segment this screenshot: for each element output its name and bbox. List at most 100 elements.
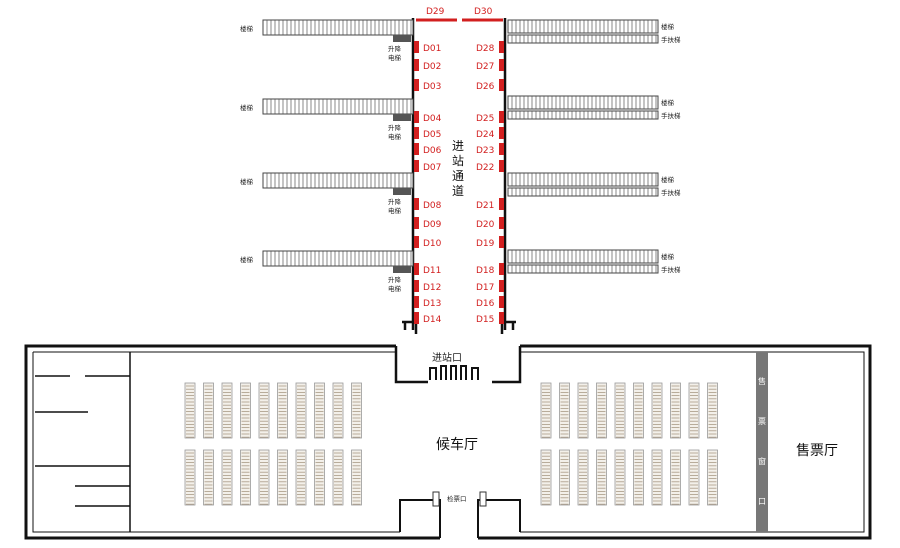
right-escalator-1	[507, 34, 659, 44]
seat-row-left-bottom-5	[258, 449, 270, 506]
right-stair-4	[507, 249, 659, 264]
gate-D10: D10	[423, 239, 442, 249]
gate-marker-D16	[499, 296, 504, 308]
elevator-label-a-1: 升降	[388, 44, 402, 53]
gate-D18: D18	[476, 266, 495, 276]
gate-marker-D15	[499, 312, 504, 324]
seat-row-left-top-2	[203, 382, 214, 439]
gate-D19: D19	[476, 239, 495, 249]
seat-row-left-bottom-1	[184, 449, 196, 506]
elevator-block-2	[393, 114, 411, 121]
elevator-label-b-4: 电梯	[388, 284, 402, 293]
right-stair-label-1: 楼梯	[661, 22, 675, 31]
ticket-hall-label: 售票厅	[796, 443, 838, 459]
elevator-block-3	[393, 188, 411, 195]
gate-D13: D13	[423, 299, 441, 309]
left-stair-label-2: 楼梯	[240, 103, 254, 112]
seat-row-left-bottom-8	[314, 449, 325, 506]
elevator-block-1	[393, 35, 411, 42]
corridor-char-1: 进	[452, 139, 464, 153]
seat-row-right-bottom-8	[670, 449, 681, 506]
hall-outer-wall-right	[478, 344, 872, 540]
gate-D29: D29	[426, 7, 445, 17]
gate-marker-D25	[499, 111, 504, 123]
gate-marker-D08	[414, 198, 419, 210]
gate-D24: D24	[476, 130, 495, 140]
seat-row-right-bottom-7	[651, 449, 663, 506]
seat-row-right-top-1	[540, 382, 552, 439]
gate-D03: D03	[423, 82, 441, 92]
gate-marker-D09	[414, 217, 419, 229]
gate-D09: D09	[423, 220, 442, 230]
seat-row-right-bottom-6	[633, 449, 644, 506]
corridor-char-3: 通	[452, 169, 464, 183]
gate-marker-D21	[499, 198, 504, 210]
left-stair-3	[262, 172, 414, 189]
gate-D27: D27	[476, 62, 494, 72]
escalator-label-4: 手扶梯	[661, 265, 681, 274]
gate-markers: D01D02D03D04D05D06D07D08D09D10D11D12D13D…	[414, 41, 504, 325]
seat-row-left-top-8	[314, 382, 325, 439]
ticket-check-label: 检票口	[447, 494, 467, 503]
escalator-label-2: 手扶梯	[661, 111, 681, 120]
ticket-check-gate-left	[432, 491, 440, 507]
seat-row-left-top-9	[332, 382, 344, 439]
seat-row-right-top-10	[707, 382, 718, 439]
left-stair-2	[262, 98, 414, 115]
elevator-label-a-4: 升降	[388, 275, 402, 284]
right-stair-label-2: 楼梯	[661, 98, 675, 107]
seat-row-right-top-9	[688, 382, 700, 439]
seat-row-right-top-4	[596, 382, 607, 439]
gate-marker-D14	[414, 312, 419, 324]
entrance-frame-left	[394, 346, 428, 384]
elevator-label-b-2: 电梯	[388, 132, 402, 141]
ticket-window-char-2: 票	[758, 417, 766, 426]
gate-D23: D23	[476, 146, 494, 156]
gate-marker-D01	[414, 41, 419, 53]
gate-marker-D06	[414, 143, 419, 155]
right-stair-1	[507, 19, 659, 34]
seat-row-left-bottom-10	[351, 449, 362, 506]
seat-row-left-top-1	[184, 382, 196, 439]
gate-D08: D08	[423, 201, 442, 211]
seat-row-left-top-7	[295, 382, 307, 439]
hall-inner-wall	[32, 351, 865, 533]
gate-marker-D17	[499, 280, 504, 292]
hall-outer-wall-left	[24, 344, 440, 540]
seat-row-left-top-4	[240, 382, 251, 439]
gate-marker-D19	[499, 236, 504, 248]
gate-D07: D07	[423, 163, 441, 173]
gate-marker-D03	[414, 79, 419, 91]
right-escalator-3	[507, 187, 659, 197]
gate-marker-D24	[499, 127, 504, 139]
seat-row-left-bottom-4	[240, 449, 251, 506]
corridor-char-2: 站	[452, 154, 464, 168]
seat-row-left-top-3	[221, 382, 233, 439]
gate-D04: D04	[423, 114, 442, 124]
gate-marker-D10	[414, 236, 419, 248]
seat-row-right-bottom-3	[577, 449, 589, 506]
entrance-frame-right	[492, 346, 522, 384]
gate-D28: D28	[476, 44, 495, 54]
seat-row-left-bottom-6	[277, 449, 288, 506]
gate-marker-D27	[499, 59, 504, 71]
waiting-hall-label: 候车厅	[436, 436, 478, 453]
left-stair-label-3: 楼梯	[240, 177, 254, 186]
gate-marker-D23	[499, 143, 504, 155]
seat-row-left-bottom-3	[221, 449, 233, 506]
stair-blocks: 楼梯升降电梯楼梯升降电梯楼梯升降电梯楼梯升降电梯楼梯手扶梯楼梯手扶梯楼梯手扶梯楼…	[240, 19, 681, 293]
entrance-label: 进站口	[432, 351, 462, 364]
elevator-label-a-3: 升降	[388, 197, 402, 206]
escalator-label-3: 手扶梯	[661, 188, 681, 197]
seat-row-right-top-2	[559, 382, 570, 439]
gate-marker-D05	[414, 127, 419, 139]
gate-marker-D20	[499, 217, 504, 229]
ticket-check-wall	[399, 499, 521, 538]
seat-row-right-top-5	[614, 382, 626, 439]
gate-marker-D11	[414, 263, 419, 275]
gate-D16: D16	[476, 299, 495, 309]
seat-row-left-top-5	[258, 382, 270, 439]
gate-D02: D02	[423, 62, 441, 72]
gate-D15: D15	[476, 315, 494, 325]
